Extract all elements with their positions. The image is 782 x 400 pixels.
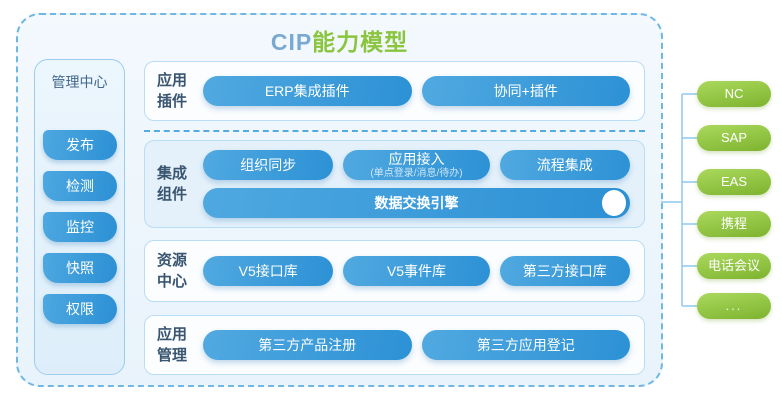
sidebar-node-detect: 检测: [43, 171, 117, 201]
node-data-exchange-engine: 数据交换引擎: [203, 188, 630, 218]
resource-row: V5接口库 V5事件库 第三方接口库: [203, 256, 631, 286]
external-system-eas: EAS: [697, 169, 771, 195]
external-system-nc: NC: [697, 81, 771, 107]
diagram-title: CIP能力模型: [18, 23, 661, 57]
management-center-panel: 管理中心 发布 检测 监控 快照 权限: [34, 59, 125, 375]
sidebar-node-permission: 权限: [43, 294, 117, 324]
node-collab-plugin: 协同+插件: [421, 76, 630, 106]
node-org-sync: 组织同步: [203, 150, 334, 180]
sidebar-node-publish: 发布: [43, 130, 117, 160]
external-system-sap: SAP: [697, 125, 771, 151]
management-center-label: 管理中心: [51, 74, 108, 90]
sidebar-node-monitor: 监控: [43, 212, 117, 242]
section-integration: 集成 组件 组织同步 应用接入 (单点登录/消息/待办) 流程集成 数据交换引擎: [144, 140, 645, 228]
external-system-more: ...: [697, 293, 771, 319]
cip-model-panel: CIP能力模型 管理中心 发布 检测 监控 快照 权限 应用 插件 ERP集成插…: [16, 13, 663, 387]
section-resource-center: 资源 中心 V5接口库 V5事件库 第三方接口库: [144, 240, 645, 302]
node-process-integration: 流程集成: [499, 150, 631, 180]
node-app-access: 应用接入 (单点登录/消息/待办): [343, 150, 490, 180]
section-app-management: 应用 管理 第三方产品注册 第三方应用登记: [144, 315, 645, 375]
section-resource-center-label: 资源 中心: [157, 252, 188, 290]
section-app-management-label: 应用 管理: [157, 326, 188, 364]
node-erp-plugin: ERP集成插件: [203, 76, 412, 106]
engine-endpoint-dot: [602, 190, 626, 216]
node-v5-event-lib: V5事件库: [343, 256, 490, 286]
section-app-plugins: 应用 插件 ERP集成插件 协同+插件: [144, 61, 645, 121]
section-integration-label: 集成 组件: [157, 165, 188, 203]
node-v5-interface-lib: V5接口库: [203, 256, 334, 286]
node-thirdparty-interface-lib: 第三方接口库: [499, 256, 631, 286]
integration-row-1: 组织同步 应用接入 (单点登录/消息/待办) 流程集成: [203, 150, 631, 180]
external-system-ctrip: 携程: [697, 211, 771, 237]
title-part-model: 能力模型: [312, 29, 409, 55]
section-divider: [144, 130, 645, 132]
sidebar-node-snapshot: 快照: [43, 253, 117, 283]
app-management-row: 第三方产品注册 第三方应用登记: [203, 330, 630, 360]
title-part-cip: CIP: [270, 29, 313, 55]
node-app-access-subtitle: (单点登录/消息/待办): [370, 167, 463, 179]
section-app-plugins-label: 应用 插件: [157, 72, 188, 110]
app-plugins-row: ERP集成插件 协同+插件: [203, 76, 630, 106]
node-thirdparty-product-register: 第三方产品注册: [203, 330, 412, 360]
integration-content: 组织同步 应用接入 (单点登录/消息/待办) 流程集成 数据交换引擎: [203, 150, 631, 218]
node-thirdparty-app-register: 第三方应用登记: [421, 330, 630, 360]
external-system-teleconf: 电话会议: [697, 253, 771, 279]
